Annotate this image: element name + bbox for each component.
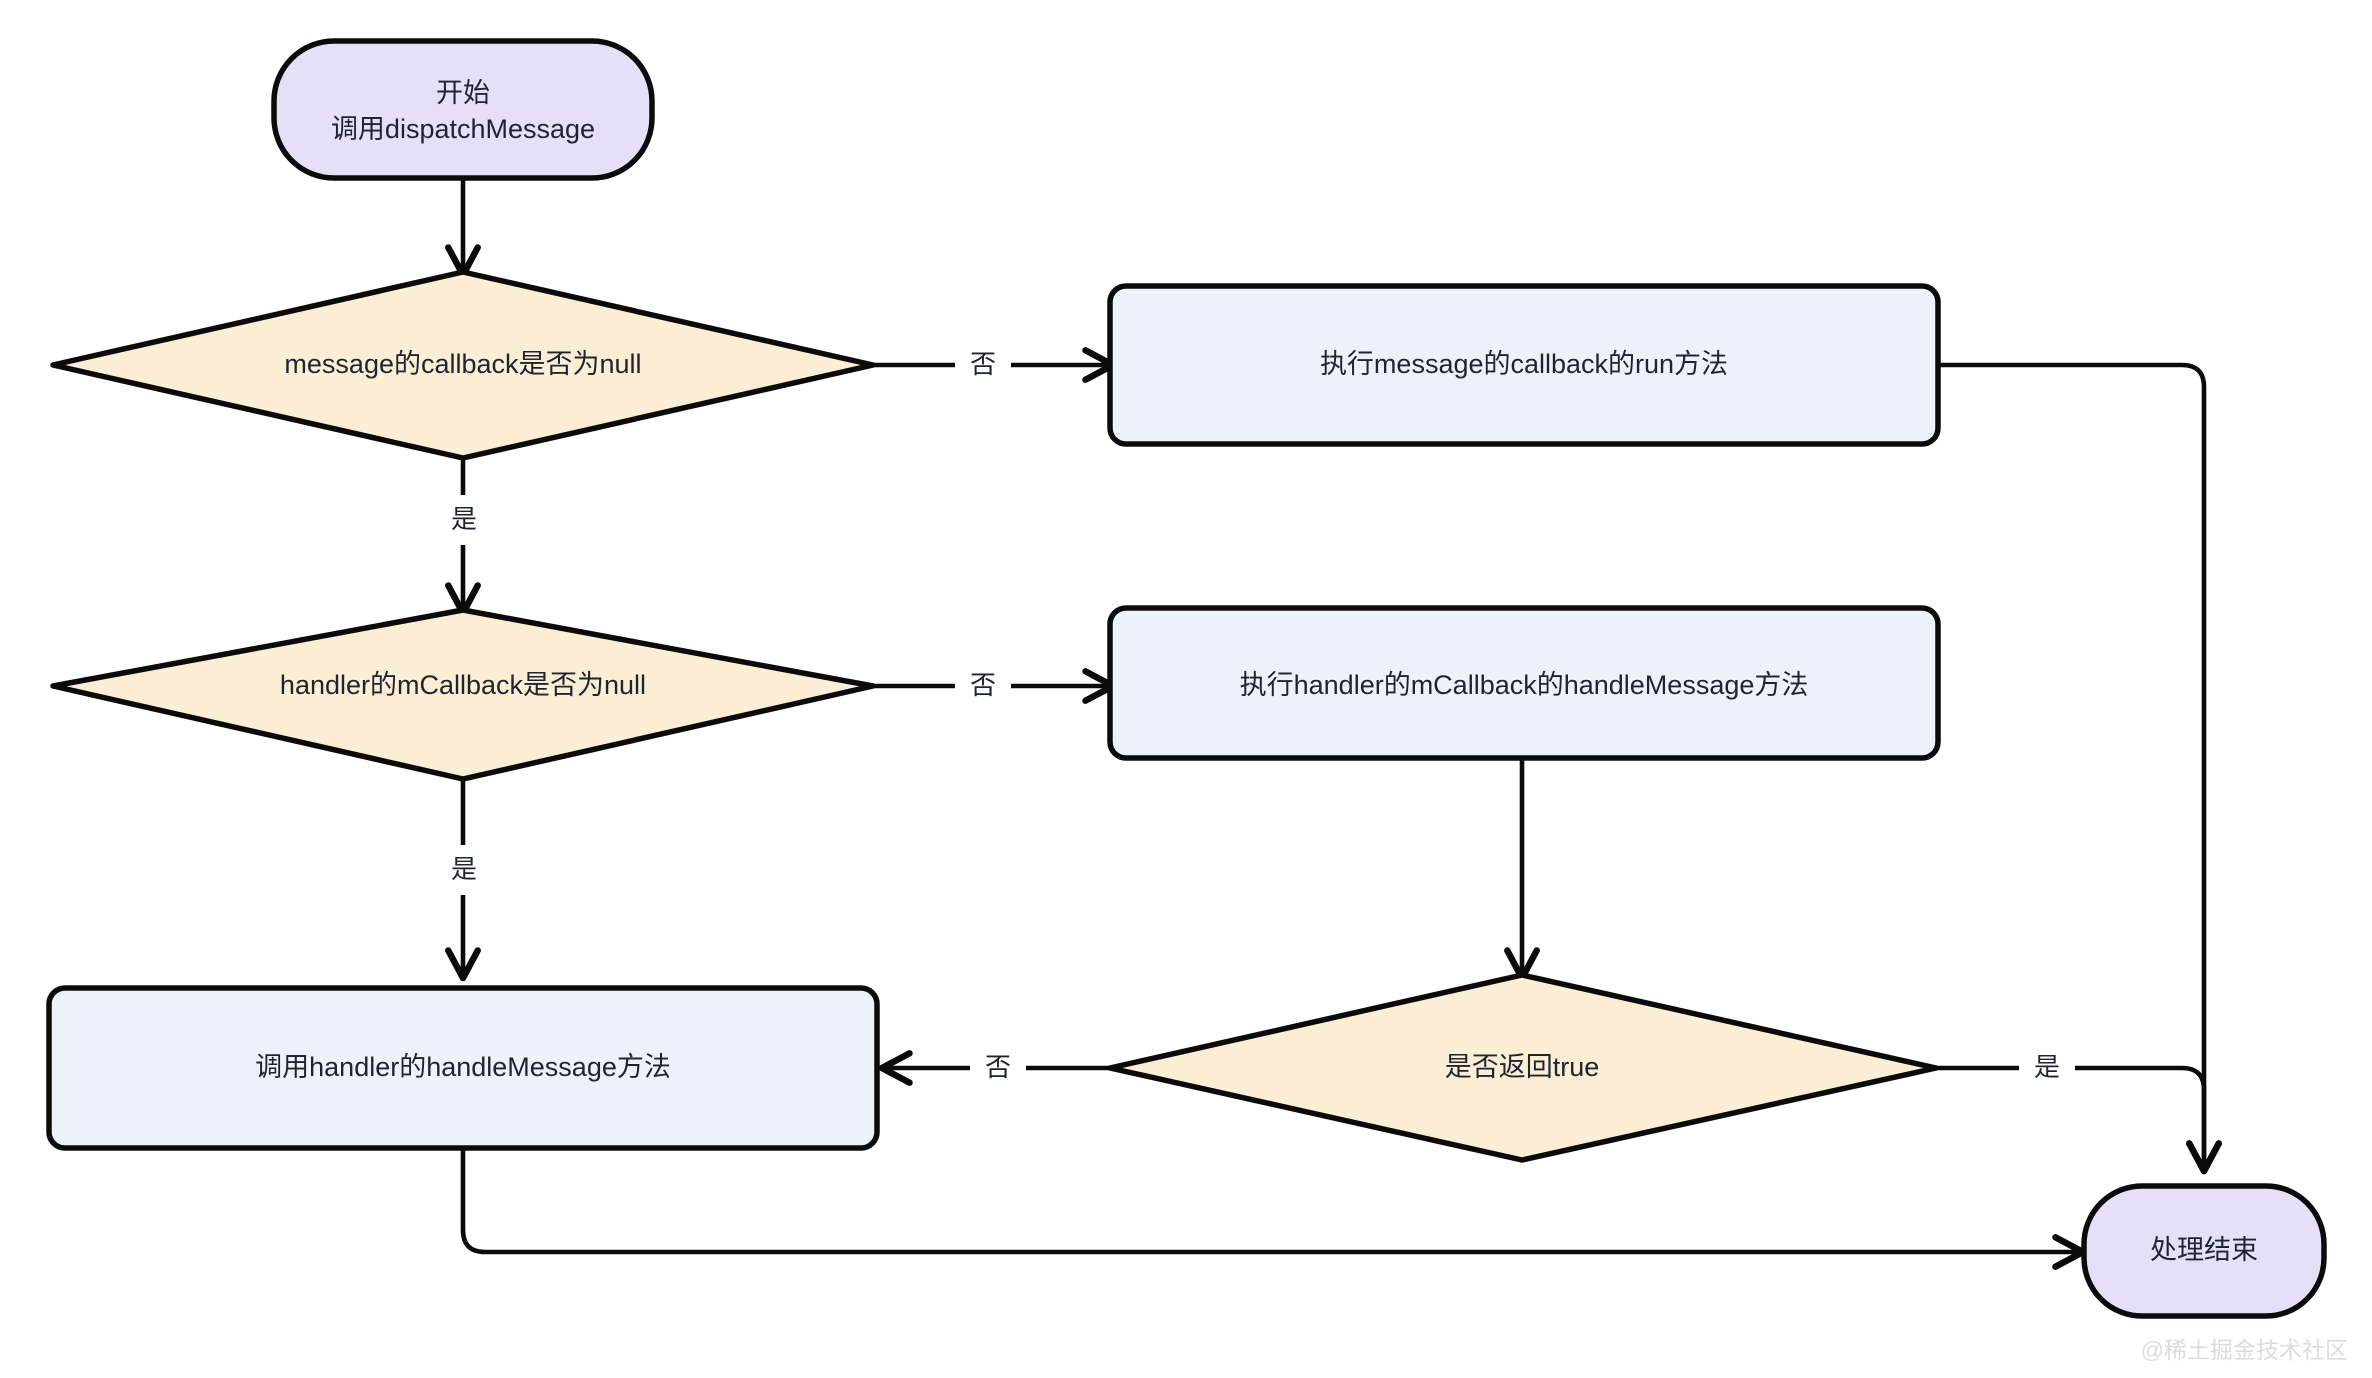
node-start-line2: 调用dispatchMessage [331, 114, 595, 144]
node-decision-message-callback-label: message的callback是否为null [284, 349, 641, 379]
node-process-handler-handlemessage[interactable]: 调用handler的handleMessage方法 [46, 985, 880, 1151]
node-process-run-callback-label: 执行message的callback的run方法 [1320, 349, 1728, 379]
node-process-mcallback-handlemessage-label: 执行handler的mCallback的handleMessage方法 [1240, 670, 1809, 700]
edge-label-decision2-no: 否 [970, 670, 996, 700]
node-decision-message-callback[interactable]: message的callback是否为null [50, 269, 876, 461]
node-process-handler-handlemessage-label: 调用handler的handleMessage方法 [255, 1052, 671, 1082]
edge-label-decision3-yes: 是 [2034, 1052, 2060, 1082]
edge-handlemessage-to-end [460, 1148, 2087, 1270]
watermark: @稀土掘金技术社区 [2141, 1337, 2348, 1363]
edge-label-decision1-no: 否 [970, 349, 996, 379]
edge-decision1-no: 否 [873, 340, 1117, 390]
edge-decision2-yes: 是 [438, 779, 490, 982]
node-end[interactable]: 处理结束 [2081, 1183, 2327, 1319]
node-decision-return-true[interactable]: 是否返回true [1107, 972, 1939, 1163]
edges-layer: process run --> 否 decision2 --> 是 proces… [438, 178, 2222, 1270]
edge-label-decision2-yes: 是 [451, 854, 477, 884]
nodes-layer: 开始 调用dispatchMessage message的callback是否为… [46, 38, 2327, 1319]
edge-label-decision3-no: 否 [985, 1052, 1011, 1082]
edge-decision1-yes: 是 [438, 458, 490, 617]
node-process-mcallback-handlemessage[interactable]: 执行handler的mCallback的handleMessage方法 [1107, 605, 1941, 761]
edge-decision3-yes: 是 [1936, 1043, 2222, 1175]
node-decision-handler-mcallback-label: handler的mCallback是否为null [280, 670, 646, 700]
node-process-run-callback[interactable]: 执行message的callback的run方法 [1107, 283, 1941, 447]
node-start-line1: 开始 [436, 78, 490, 108]
edge-run-to-end [1938, 362, 2222, 1175]
edge-label-decision1-yes: 是 [451, 504, 477, 534]
edge-decision2-no: 否 [873, 661, 1117, 711]
node-decision-handler-mcallback[interactable]: handler的mCallback是否为null [50, 607, 876, 782]
node-decision-return-true-label: 是否返回true [1445, 1052, 1600, 1082]
node-start[interactable]: 开始 调用dispatchMessage [271, 38, 655, 181]
edge-decision3-no: 否 [878, 1043, 1110, 1093]
node-end-label: 处理结束 [2150, 1235, 2258, 1265]
